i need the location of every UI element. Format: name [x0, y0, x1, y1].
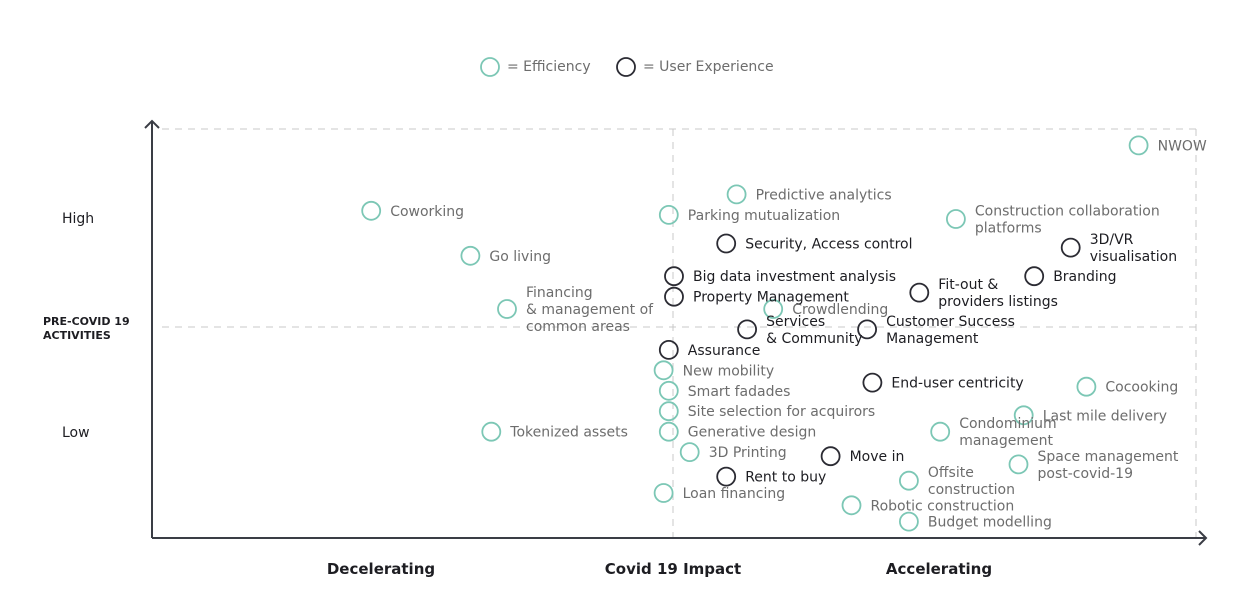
point-parking-mutualization: [658, 204, 679, 225]
point-space-management-post-covid-19: [1008, 454, 1029, 475]
point-label-tokenized-assets: Tokenized assets: [509, 425, 628, 441]
point-label-last-mile-delivery: Last mile delivery: [1043, 408, 1167, 424]
axes: [144, 119, 1208, 546]
point-big-data-investment-analysis: [664, 266, 684, 287]
point-label-budget-modelling: Budget modelling: [928, 515, 1052, 531]
point-label-coworking: Coworking: [390, 204, 464, 220]
point-coworking: [361, 200, 382, 221]
point-loan-financing: [653, 483, 674, 503]
point-label-big-data-investment-analysis: Big data investment analysis: [693, 269, 896, 285]
point-security-access-control: [716, 233, 737, 254]
point-robotic-construction: [841, 495, 862, 516]
x-category-covid-impact: Covid 19 Impact: [605, 560, 741, 578]
point-label-security-access-control: Security, Access control: [745, 237, 912, 253]
point-label-cocooking: Cocooking: [1105, 380, 1178, 396]
point-label-smart-fadades: Smart fadades: [688, 384, 791, 400]
grid: [162, 128, 1197, 538]
point-label-loan-financing: Loan financing: [683, 486, 786, 502]
point-condominium-management: [930, 421, 951, 442]
point-label-property-management: Property Management: [693, 290, 849, 306]
point-last-mile-delivery: [1013, 405, 1034, 426]
point-budget-modelling: [899, 511, 919, 532]
point-label-parking-mutualization: Parking mutualization: [688, 208, 840, 224]
point-3d-printing: [679, 442, 700, 463]
y-level-mid-line1: PRE-COVID 19: [43, 315, 130, 328]
legend: = Efficiency = User Experience: [480, 57, 774, 77]
point-fit-out-providers-listings: [909, 282, 930, 303]
point-label-robotic-construction: Robotic construction: [871, 498, 1015, 514]
point-label-3d-printing: 3D Printing: [709, 445, 787, 461]
legend-efficiency-marker: [480, 57, 500, 77]
point-move-in: [820, 446, 841, 467]
point-go-living: [460, 245, 481, 266]
point-rent-to-buy: [716, 466, 737, 487]
y-level-low: Low: [62, 425, 90, 441]
x-axis-arrow: [1198, 530, 1208, 546]
point-new-mobility: [653, 360, 674, 381]
point-tokenized-assets: [481, 421, 502, 442]
point-label-end-user-centricity: End-user centricity: [891, 376, 1023, 392]
point-label-fit-out-providers-listings: Fit-out &providers listings: [938, 277, 1058, 310]
point-assurance: [658, 339, 679, 360]
point-label-generative-design: Generative design: [688, 425, 816, 441]
point-crowdlending: [763, 299, 784, 319]
point-cocooking: [1076, 376, 1097, 397]
point-label-new-mobility: New mobility: [683, 363, 775, 379]
point-smart-fadades: [658, 380, 679, 401]
point-end-user-centricity: [862, 372, 883, 393]
point-generative-design: [658, 421, 679, 442]
y-level-mid-line2: ACTIVITIES: [43, 329, 111, 342]
point-label-services-community: Services& Community: [766, 314, 862, 347]
legend-efficiency-label: = Efficiency: [507, 59, 591, 75]
x-category-accelerating: Accelerating: [886, 560, 992, 578]
legend-user-experience-label: = User Experience: [643, 59, 774, 75]
point-financing-management-of-common-areas: [497, 299, 517, 319]
point-label-go-living: Go living: [489, 249, 551, 265]
point-nwow: [1128, 135, 1149, 156]
point-predictive-analytics: [726, 184, 747, 205]
point-services-community: [737, 319, 757, 340]
point-label-assurance: Assurance: [688, 343, 761, 359]
point-label-branding: Branding: [1053, 269, 1116, 285]
point-site-selection-for-acquirors: [658, 401, 679, 422]
x-category-decelerating: Decelerating: [327, 560, 435, 578]
point-customer-success-management: [857, 319, 877, 340]
point-offsite-construction: [899, 470, 919, 491]
point-label-predictive-analytics: Predictive analytics: [756, 187, 892, 203]
legend-user-experience-marker: [616, 57, 636, 77]
point-property-management: [664, 286, 684, 307]
point-label-rent-to-buy: Rent to buy: [745, 470, 826, 486]
point-label-crowdlending: Crowdlending: [792, 302, 888, 318]
point-label-move-in: Move in: [850, 449, 905, 465]
y-axis-arrow: [144, 119, 160, 129]
point-branding: [1024, 266, 1045, 287]
point-label-nwow: NWOW: [1158, 138, 1207, 154]
point-label-site-selection-for-acquirors: Site selection for acquirors: [688, 404, 875, 420]
y-level-high: High: [62, 211, 94, 227]
point-3d-vr-visualisation: [1060, 237, 1081, 258]
point-construction-collaboration-platforms: [946, 209, 966, 229]
